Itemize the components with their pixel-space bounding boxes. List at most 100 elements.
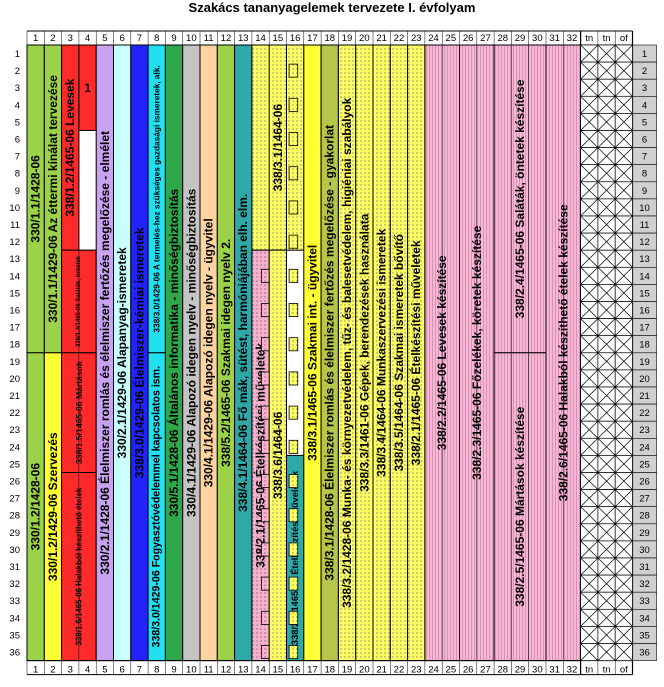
x-cell-diag	[580, 352, 599, 371]
column-header-15: 15	[273, 33, 284, 44]
row-number-right: 13	[639, 254, 650, 265]
row-number-left: 30	[9, 545, 20, 556]
x-cell-diag	[597, 232, 616, 251]
block-label-27: 338/3.1/1428-06 Élelmiszer romlás és éle…	[322, 125, 337, 581]
column-header-23: 23	[411, 33, 422, 44]
column-header-25: 25	[446, 33, 457, 44]
column-header-3: 3	[68, 33, 73, 44]
x-cell-diag	[614, 318, 633, 336]
row-number-left: 28	[9, 511, 20, 522]
x-cell-diag	[597, 249, 616, 268]
x-cell-diag	[580, 147, 599, 165]
column-footer-5: 5	[102, 665, 107, 676]
column-header-18: 18	[324, 33, 335, 44]
x-cell-diag	[614, 420, 633, 439]
column-header-11: 11	[204, 33, 214, 44]
x-cell-diag	[597, 523, 616, 542]
column-header-5: 5	[102, 33, 107, 44]
row-number-left: 27	[9, 494, 20, 505]
row-number-left: 13	[9, 254, 20, 265]
block-label-29: 338/3.3/1461-06 Gépek, berendezések hasz…	[357, 213, 371, 491]
notch-mark	[288, 371, 299, 386]
x-cell-diag	[614, 489, 633, 507]
x-cell-diag	[614, 267, 633, 285]
x-cell-diag	[580, 96, 599, 114]
column-footer-10: 10	[186, 665, 197, 676]
x-cell-diag	[614, 557, 633, 576]
notch-mark	[288, 303, 299, 318]
row-number-left: 32	[9, 579, 20, 590]
row-number-left: 3	[15, 83, 20, 94]
row-number-right: 31	[639, 562, 650, 573]
notch-mark	[288, 337, 299, 352]
x-cell-diag	[580, 420, 599, 439]
x-cell-diag	[597, 78, 616, 97]
x-cell-diag	[597, 198, 616, 217]
row-number-right: 28	[639, 511, 650, 522]
x-cell-diag	[597, 574, 616, 593]
x-cell-diag	[614, 574, 633, 593]
x-cell-diag	[580, 438, 599, 456]
column-header-9: 9	[171, 33, 176, 44]
row-number-left: 10	[9, 203, 20, 214]
x-cell-diag	[597, 626, 616, 644]
column-footer-2: 2	[50, 665, 55, 676]
x-cell-diag	[614, 643, 633, 661]
x-cell-diag	[614, 164, 633, 183]
block-label-3: 330/1.1/1429-06 Az éttermi kínálat terve…	[46, 75, 60, 323]
column-footer-34: tn	[603, 665, 611, 676]
row-number-right: 20	[639, 374, 650, 385]
row-number-right: 6	[642, 135, 647, 146]
column-header-21: 21	[376, 33, 387, 44]
notch-mark	[288, 439, 299, 454]
row-number-right: 12	[639, 237, 650, 248]
x-cell-diag	[580, 386, 599, 405]
row-number-left: 12	[9, 237, 20, 248]
x-cell-diag	[614, 506, 633, 525]
x-cell-diag	[614, 215, 633, 234]
x-cell-diag	[580, 626, 599, 644]
notch-mark	[288, 474, 299, 489]
notch-mark	[288, 405, 299, 420]
notch-mark	[288, 166, 299, 181]
notch-mark	[261, 303, 270, 318]
chart-title: Szakács tananyagelemek tervezete I. évfo…	[188, 0, 476, 15]
column-header-31: 31	[549, 33, 560, 44]
column-footer-21: 21	[376, 665, 387, 676]
column-header-35: of	[620, 33, 628, 44]
row-number-left: 7	[15, 152, 20, 163]
block-36	[493, 352, 547, 662]
row-number-left: 23	[9, 425, 20, 436]
block-label-30: 338/3.4/1464-06 Munkaszervezési ismerete…	[375, 228, 389, 476]
block-label-18: 330/4.1/1429-06 Alapozó idegen nyelv - ü…	[202, 218, 216, 487]
x-cell-diag	[597, 643, 616, 661]
column-footer-3: 3	[68, 665, 73, 676]
notch-mark	[261, 542, 270, 557]
column-footer-22: 22	[394, 665, 405, 676]
x-cell-diag	[597, 44, 616, 63]
x-cell-diag	[597, 506, 616, 525]
x-cell-diag	[614, 96, 633, 114]
x-cell-diag	[597, 130, 616, 148]
x-cell-diag	[614, 472, 633, 490]
block-label-13: 338/3.0/1429-06 Élelmiszer-kémiai ismere…	[131, 227, 146, 478]
x-cell-diag	[597, 267, 616, 285]
row-number-left: 9	[15, 186, 20, 197]
block-label-20: 338/4.1/1464-06 Fő mák, sütést, harmóniá…	[236, 194, 250, 512]
column-footer-12: 12	[221, 665, 232, 676]
row-number-right: 26	[639, 477, 650, 488]
column-footer-29: 29	[515, 665, 526, 676]
x-cell-diag	[580, 403, 599, 422]
block-label-12: 330/2.1/1429-06 Alapanyag-ismeretek	[115, 247, 129, 458]
x-cell-diag	[597, 386, 616, 405]
column-footer-20: 20	[359, 665, 370, 676]
column-header-19: 19	[342, 33, 353, 44]
notch-mark	[288, 268, 299, 283]
row-number-right: 17	[639, 323, 650, 334]
x-cell-diag	[580, 61, 599, 80]
x-cell-diag	[580, 591, 599, 610]
column-footer-30: 30	[532, 665, 543, 676]
column-footer-31: 31	[549, 665, 560, 676]
notch-mark	[261, 610, 270, 625]
